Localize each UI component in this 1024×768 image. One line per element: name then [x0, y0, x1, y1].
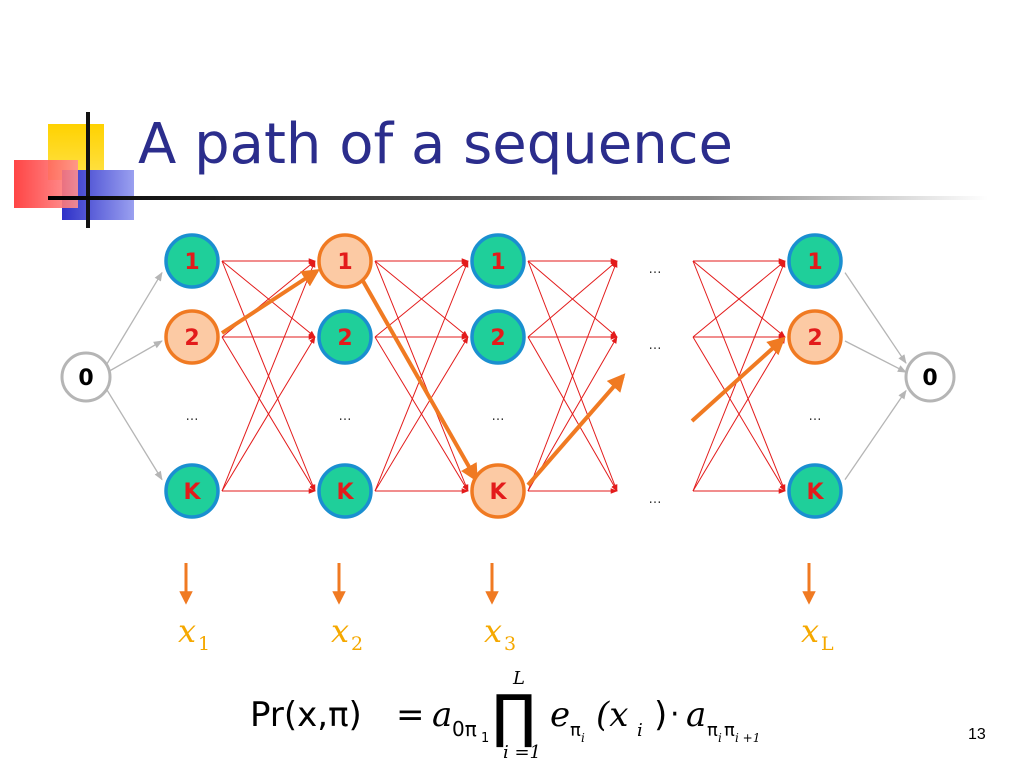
formula-arg-sub: i	[637, 720, 643, 741]
formula-dot: ·	[670, 697, 680, 732]
state-node-c1-K	[317, 463, 373, 519]
end-edge-3	[844, 389, 907, 480]
formula-arg: (x	[596, 695, 628, 735]
formula-e-subsub: i	[581, 731, 585, 745]
deco-horizontal-line	[48, 196, 988, 200]
state-node-c0-K	[164, 463, 220, 519]
formula-product-top: L	[512, 668, 525, 689]
path-arrow-4	[690, 336, 786, 423]
state-node-c1-1	[317, 233, 373, 289]
formula-a: a	[686, 695, 706, 735]
state-label-c2-K: K	[489, 480, 507, 505]
state-nodes: 1 2 … K 1 2 … K 1 2 … K … … … 1 2 … K 0 0	[60, 233, 956, 519]
transition-edge-c0-3-0	[221, 260, 316, 492]
begin-edge-0	[105, 271, 163, 366]
emission-subscript-c2: 3	[504, 633, 516, 655]
emission-symbol-c1: x	[331, 612, 349, 650]
state-label-c2-1: 1	[490, 250, 505, 275]
formula-product-bottom: i =1	[503, 742, 541, 763]
state-node-c4-K	[787, 463, 843, 519]
ellipsis-c3-r0: …	[649, 262, 662, 277]
formula-a-sub2: π	[724, 720, 735, 741]
emission-symbol-c2: x	[484, 612, 502, 650]
state-node-c2-K	[470, 463, 526, 519]
formula-a-sub: π	[707, 720, 718, 741]
ellipsis-c3-r1: …	[649, 338, 662, 353]
path-arrow-2	[361, 280, 478, 483]
state-label-c4-K: K	[806, 480, 824, 505]
formula-a-subsub: i	[718, 731, 722, 745]
transition-edge-c1-3-1	[374, 336, 469, 492]
formula-product: ∏	[492, 682, 536, 750]
begin-edge-3	[105, 388, 163, 481]
emission-symbol-c4: x	[801, 612, 819, 650]
end-state-label: 0	[922, 366, 937, 391]
ellipsis-c0-r2: …	[186, 409, 199, 424]
state-label-c1-K: K	[336, 480, 354, 505]
path-arrows	[220, 269, 786, 487]
title-decoration	[14, 112, 988, 228]
begin-edge-1	[105, 340, 163, 374]
transition-edge-c2-1-0	[527, 260, 618, 338]
state-node-c4-1	[787, 233, 843, 289]
transition-edge-c1-1-0	[374, 260, 469, 338]
slide-title: A path of a sequence	[138, 112, 733, 177]
state-label-c1-2: 2	[337, 326, 352, 351]
state-label-c4-1: 1	[807, 250, 822, 275]
begin-state-node	[60, 351, 112, 403]
formula-lhs: Pr(x,π)	[250, 695, 362, 735]
end-edge-1	[844, 340, 907, 373]
transition-edge-c0-3-1	[221, 336, 316, 492]
emission-subscript-c1: 2	[351, 633, 363, 655]
path-arrow-3	[526, 373, 626, 487]
state-node-c1-2	[317, 309, 373, 365]
end-state-node	[904, 351, 956, 403]
ellipsis-c3-r3: …	[649, 492, 662, 507]
state-node-c2-1	[470, 233, 526, 289]
state-label-c1-1: 1	[337, 250, 352, 275]
page-number: 13	[968, 726, 986, 743]
state-label-c4-2: 2	[807, 326, 822, 351]
state-label-c2-2: 2	[490, 326, 505, 351]
end-edge-0	[844, 272, 907, 364]
transition-edge-c3-1-0	[692, 260, 786, 338]
formula-arg-close: )	[654, 695, 667, 735]
state-node-c0-1	[164, 233, 220, 289]
state-node-c2-2	[470, 309, 526, 365]
ellipsis-c4-r2: …	[809, 409, 822, 424]
ellipsis-c1-r2: …	[339, 409, 352, 424]
state-label-c0-K: K	[183, 480, 201, 505]
begin-state-label: 0	[78, 366, 93, 391]
state-node-c4-2	[787, 309, 843, 365]
deco-vertical-line	[86, 112, 90, 228]
state-node-c0-2	[164, 309, 220, 365]
state-label-c0-2: 2	[184, 326, 199, 351]
emission-subscript-c4: L	[821, 633, 834, 655]
formula-e: e	[550, 695, 570, 735]
formula-a0: a	[432, 695, 452, 735]
transition-edge-c3-3-1	[692, 336, 786, 492]
path-arrow-1	[220, 269, 321, 335]
transition-edge-c1-3-0	[374, 260, 469, 492]
formula-e-sub: π	[570, 720, 581, 741]
emission-symbol-c0: x	[178, 612, 196, 650]
formula-a0-sub: 0π	[452, 717, 477, 741]
state-label-c0-1: 1	[184, 250, 199, 275]
emission-subscript-c0: 1	[198, 633, 210, 655]
transition-edge-c2-3-0	[527, 260, 618, 492]
formula-a-subsub2: i +1	[735, 731, 760, 745]
formula-a0-subsub: 1	[481, 731, 489, 746]
ellipsis-c2-r2: …	[492, 409, 505, 424]
formula-equals: =	[396, 695, 425, 735]
